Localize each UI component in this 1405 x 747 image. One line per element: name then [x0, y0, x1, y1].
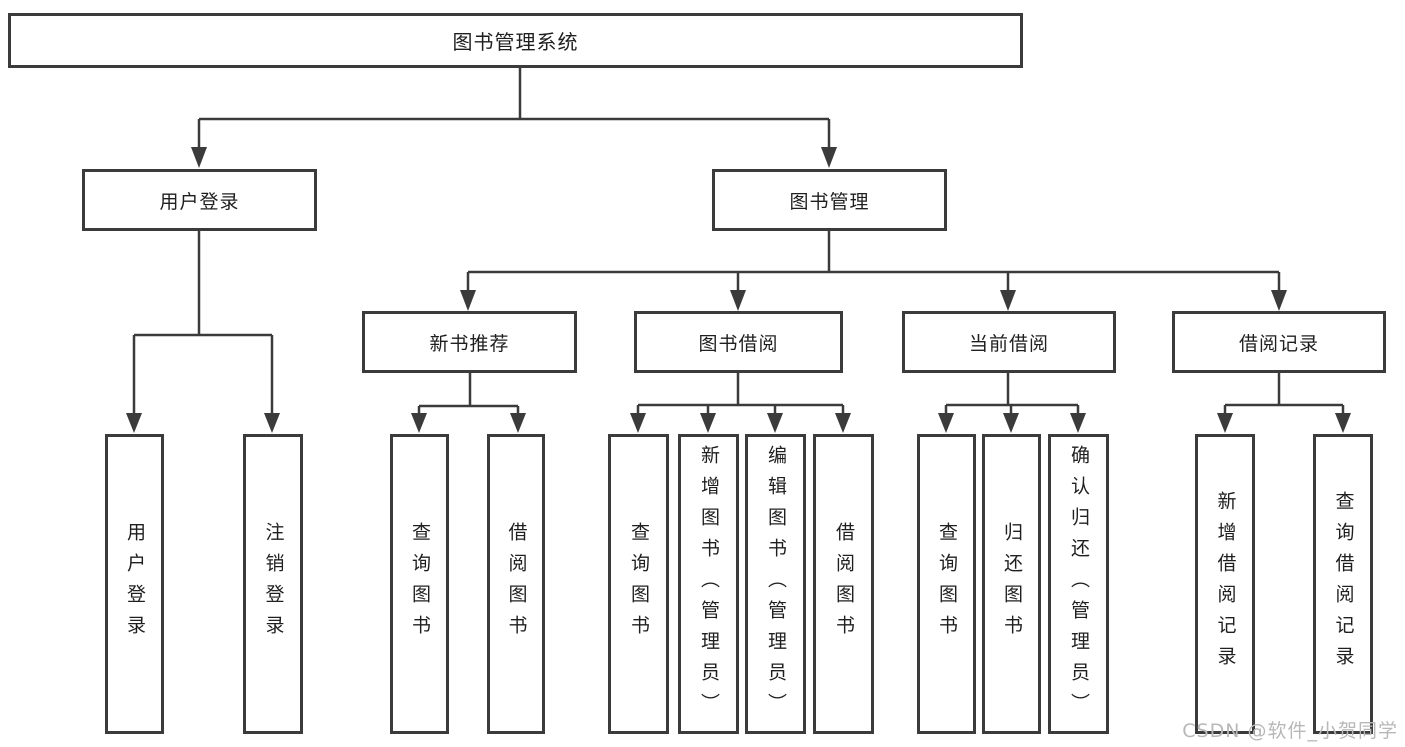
- node-leaf-borrow-books: 借阅图书: [813, 434, 874, 734]
- arrow-icon: [510, 413, 526, 433]
- node-leaf-return-books: 归还图书: [982, 434, 1041, 734]
- node-book-borrowing: 图书借阅: [634, 311, 843, 373]
- node-root-system: 图书管理系统: [8, 13, 1023, 68]
- arrow-icon: [767, 413, 783, 433]
- arrow-icon: [938, 413, 954, 433]
- node-leaf-edit-book-admin: 编辑图书（管理员）: [745, 434, 806, 734]
- node-current-borrowing: 当前借阅: [902, 311, 1116, 373]
- arrow-icon: [264, 413, 280, 433]
- arrow-icon: [730, 290, 746, 311]
- connector-book-mgmt: [466, 229, 1281, 295]
- arrow-icon: [1070, 413, 1086, 433]
- arrow-icon: [1335, 413, 1351, 433]
- node-leaf-add-book-admin: 新增图书（管理员）: [678, 434, 739, 734]
- arrow-icon: [126, 413, 142, 433]
- arrow-icon: [1000, 290, 1016, 311]
- arrowheads: [126, 147, 1351, 433]
- connector-root: [197, 66, 831, 152]
- node-leaf-query-books: 查询图书: [917, 434, 976, 734]
- connector-current-borrow: [944, 371, 1080, 417]
- node-leaf-query-books: 查询图书: [390, 434, 449, 734]
- connector-borrow-records: [1223, 371, 1345, 417]
- connector-new-book-rec: [417, 371, 520, 417]
- arrow-icon: [1217, 413, 1233, 433]
- connector-user-login: [132, 229, 274, 417]
- arrow-icon: [411, 413, 427, 433]
- arrow-icon: [191, 147, 207, 168]
- arrow-icon: [1271, 290, 1287, 311]
- node-leaf-borrow-books: 借阅图书: [487, 434, 545, 734]
- arrow-icon: [1003, 413, 1019, 433]
- csdn-watermark: CSDN @软件_小贺同学: [1182, 720, 1398, 742]
- node-leaf-user-login: 用户登录: [105, 434, 164, 734]
- node-leaf-query-borrow-record: 查询借阅记录: [1313, 434, 1373, 734]
- node-leaf-logout: 注销登录: [243, 434, 303, 734]
- node-borrow-records: 借阅记录: [1172, 311, 1386, 373]
- arrow-icon: [460, 290, 476, 311]
- arrow-icon: [630, 413, 646, 433]
- node-leaf-add-borrow-record: 新增借阅记录: [1195, 434, 1255, 734]
- node-new-book-recommend: 新书推荐: [362, 311, 577, 373]
- node-book-management: 图书管理: [712, 169, 947, 231]
- node-leaf-query-books: 查询图书: [608, 434, 669, 734]
- node-user-login: 用户登录: [82, 169, 317, 231]
- node-leaf-confirm-return-admin: 确认归还（管理员）: [1048, 434, 1109, 734]
- connector-book-borrow: [636, 371, 845, 417]
- arrow-icon: [835, 413, 851, 433]
- arrow-icon: [821, 147, 837, 168]
- arrow-icon: [700, 413, 716, 433]
